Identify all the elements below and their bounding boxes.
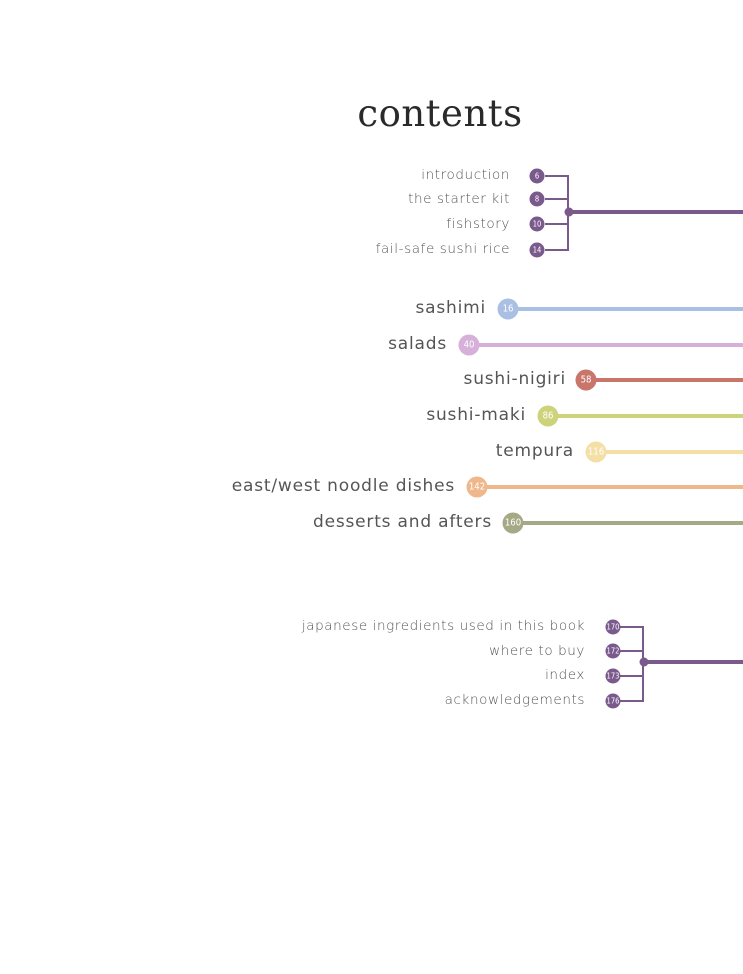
bracket-tick (545, 198, 569, 200)
page-number-badge: 172 (605, 643, 621, 659)
toc-entry-noodle-dishes[interactable]: east/west noodle dishes (231, 476, 455, 496)
page-number-badge: 176 (605, 693, 621, 709)
toc-entry-sushi-rice[interactable]: fail-safe sushi rice (375, 241, 510, 257)
toc-entry-sashimi[interactable]: sashimi (415, 298, 486, 318)
chapter-line (513, 521, 743, 525)
toc-entry-where-to-buy[interactable]: where to buy (489, 643, 585, 659)
chapter-line (508, 307, 743, 311)
page-number-badge: 8 (529, 191, 545, 207)
page-number-badge: 58 (575, 369, 597, 391)
page-number-badge: 40 (458, 334, 480, 356)
page-number-badge: 86 (537, 405, 559, 427)
toc-entry-desserts[interactable]: desserts and afters (313, 512, 492, 532)
page-number-badge: 16 (497, 298, 519, 320)
page-title: contents (357, 92, 523, 135)
chapter-line (548, 414, 743, 418)
page-number-badge: 142 (466, 476, 488, 498)
toc-entry-ingredients[interactable]: japanese ingredients used in this book (301, 618, 585, 634)
toc-entry-sushi-nigiri[interactable]: sushi-nigiri (463, 369, 566, 389)
chapter-line (586, 378, 743, 382)
chapter-line (477, 485, 743, 489)
chapter-line (469, 343, 743, 347)
toc-entry-starter-kit[interactable]: the starter kit (408, 191, 510, 207)
page-number-badge: 116 (585, 441, 607, 463)
toc-entry-sushi-maki[interactable]: sushi-maki (426, 405, 526, 425)
toc-entry-introduction[interactable]: introduction (421, 167, 510, 183)
bracket-tick (620, 650, 644, 652)
back-matter-connector-line (644, 660, 743, 664)
toc-entry-index[interactable]: index (545, 667, 585, 683)
toc-entry-acknowledgements[interactable]: acknowledgements (444, 692, 585, 708)
page-number-badge: 170 (605, 619, 621, 635)
bracket-tick (545, 223, 569, 225)
page-number-badge: 160 (502, 512, 524, 534)
page-number-badge: 6 (529, 168, 545, 184)
page-number-badge: 10 (529, 216, 545, 232)
bracket-tick (620, 675, 644, 677)
page-number-badge: 173 (605, 668, 621, 684)
toc-entry-tempura[interactable]: tempura (495, 441, 574, 461)
page-number-badge: 14 (529, 242, 545, 258)
toc-entry-fishstory[interactable]: fishstory (446, 216, 510, 232)
intro-connector-line (569, 210, 743, 214)
chapter-line (596, 450, 743, 454)
toc-entry-salads[interactable]: salads (388, 334, 447, 354)
